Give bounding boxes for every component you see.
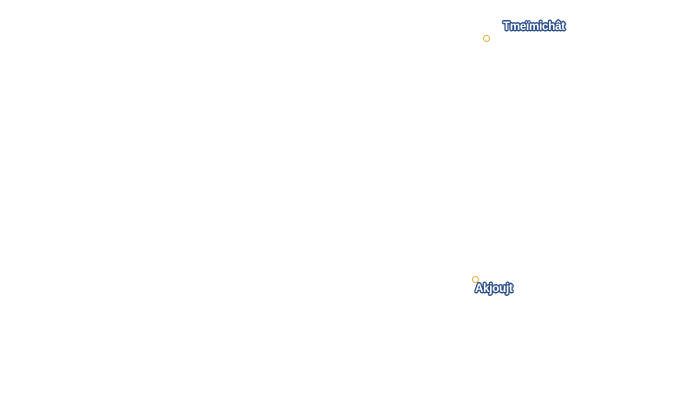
place-label-tmeimichat[interactable]: Tmeïmichât: [503, 21, 565, 33]
place-label-akjoujt[interactable]: Akjoujt: [475, 283, 513, 295]
place-marker-tmeimichat[interactable]: [483, 35, 490, 42]
place-marker-akjoujt[interactable]: [472, 276, 479, 283]
